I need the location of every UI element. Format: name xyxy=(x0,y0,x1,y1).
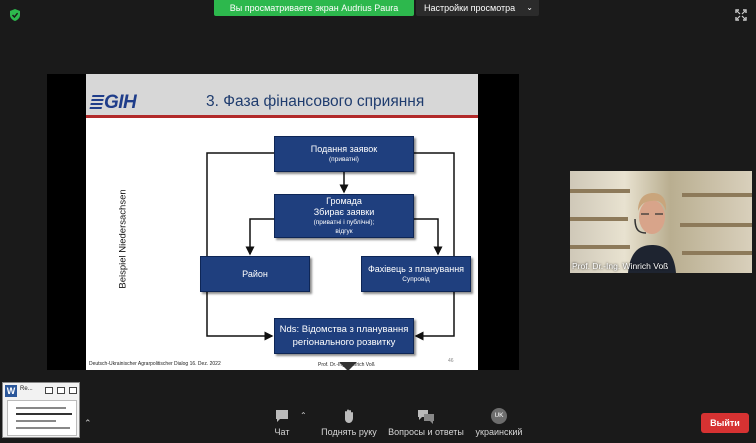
flow-arrows xyxy=(206,152,455,341)
language-badge-icon: UK xyxy=(491,408,507,424)
qa-button[interactable]: Вопросы и ответы xyxy=(388,408,464,437)
language-button[interactable]: UK украинский xyxy=(474,408,524,437)
box-applications: Подання заявок (приватні) xyxy=(274,136,414,172)
slide-footer: Deutsch-Ukrainischer Agrarpolitischer Di… xyxy=(86,358,478,370)
chat-options-caret[interactable]: ⌃ xyxy=(300,410,307,420)
word-icon: W xyxy=(5,385,17,397)
security-shield-icon[interactable] xyxy=(8,8,22,22)
gih-logo: GIH xyxy=(89,92,137,114)
close-icon[interactable] xyxy=(69,387,77,394)
box-community: Громада Збирає заявки (приватні і публіч… xyxy=(274,194,414,238)
header-divider xyxy=(86,115,478,118)
minimize-icon[interactable] xyxy=(45,387,53,394)
leave-button[interactable]: Выйти xyxy=(701,413,749,433)
qa-label: Вопросы и ответы xyxy=(388,427,464,437)
slide-header: GIH 3. Фаза фінансового сприяння xyxy=(86,74,478,118)
screen-share-banner: Вы просматриваете экран Audrius Paura xyxy=(214,0,414,16)
participant-figure xyxy=(628,193,676,273)
chevron-up-icon[interactable]: ⌃ xyxy=(84,418,92,428)
caret-up-icon: ⌃ xyxy=(300,411,307,420)
raise-hand-label: Поднять руку xyxy=(321,427,377,437)
chat-button[interactable]: Чат xyxy=(272,408,292,437)
window-title: Re... xyxy=(20,386,33,392)
fullscreen-icon[interactable] xyxy=(734,8,748,22)
chat-label: Чат xyxy=(274,427,290,437)
chevron-down-icon: ⌄ xyxy=(526,3,533,12)
view-options-button[interactable]: Настройки просмотра ⌄ xyxy=(416,0,539,16)
participant-video[interactable]: Prof. Dr.-Ing. Winrich Voß xyxy=(570,171,752,273)
document-preview xyxy=(7,400,77,436)
box-regional-offices: Nds: Відомства з планування регіональног… xyxy=(274,318,414,354)
page-number: 46 xyxy=(448,358,454,364)
chat-icon xyxy=(276,410,288,422)
box-district: Район xyxy=(200,256,310,292)
view-options-label: Настройки просмотра xyxy=(424,3,516,13)
hand-icon xyxy=(345,409,353,423)
language-label: украинский xyxy=(475,427,523,437)
participant-name: Prof. Dr.-Ing. Winrich Voß xyxy=(572,261,669,271)
presentation-slide: GIH 3. Фаза фінансового сприяння Beispie… xyxy=(86,74,478,370)
box-planner: Фахівець з планування Супровід xyxy=(361,256,471,292)
raise-hand-button[interactable]: Поднять руку xyxy=(320,408,378,437)
dropdown-arrow-icon[interactable] xyxy=(339,362,357,370)
maximize-icon[interactable] xyxy=(57,387,65,394)
qa-icon xyxy=(418,410,434,424)
minimized-word-window[interactable]: W Re... xyxy=(2,382,80,438)
slide-title: 3. Фаза фінансового сприяння xyxy=(206,93,425,110)
footer-event: Deutsch-Ukrainischer Agrarpolitischer Di… xyxy=(89,361,221,367)
